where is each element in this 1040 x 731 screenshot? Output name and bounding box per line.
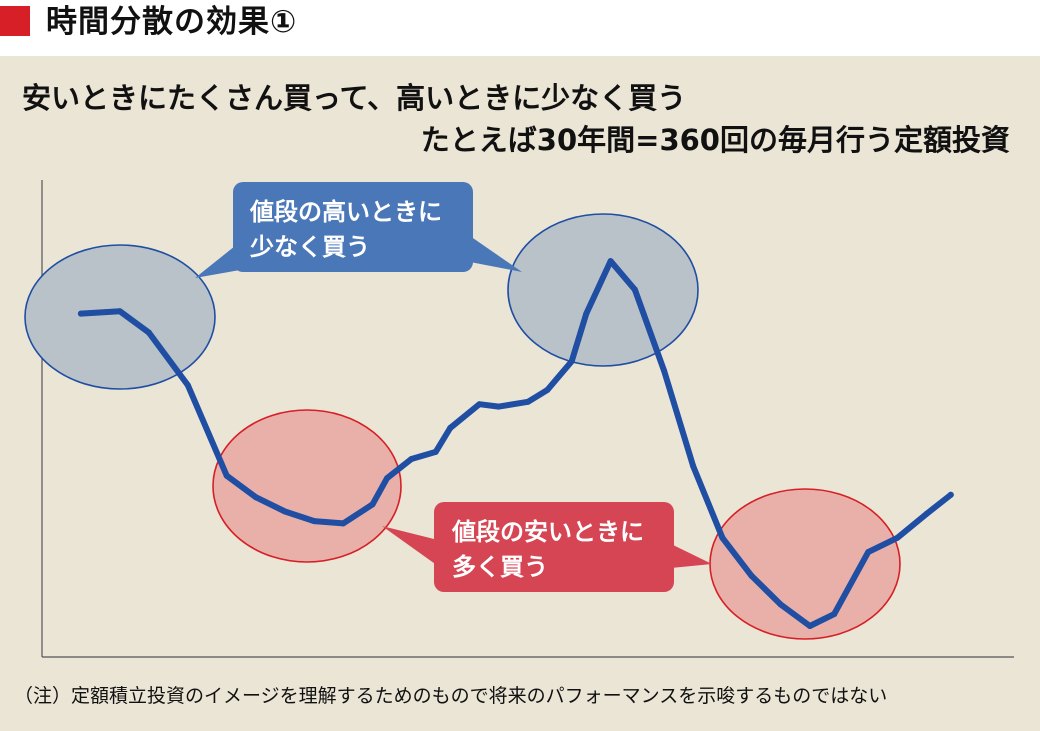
price-point-10 — [384, 475, 391, 482]
price-point-3 — [184, 382, 191, 389]
subtitle-line1: 安いときにたくさん買って、高いときに少なく買う — [22, 81, 687, 115]
high-callout-tail-right — [470, 236, 522, 272]
price-point-27 — [806, 623, 813, 629]
chart-panel: 値段の高いときに 少なく買う 値段の安いときに 多く買う 安いときにたくさん買っ… — [0, 56, 1040, 731]
low-callout-tail-left — [382, 526, 438, 566]
price-point-31 — [923, 510, 930, 517]
high-callout-tail-left — [195, 242, 240, 278]
price-point-9 — [369, 501, 376, 508]
price-point-30 — [894, 534, 901, 541]
low-callout-line1: 値段の安いときに — [451, 518, 644, 546]
price-point-18 — [568, 358, 575, 365]
price-point-0 — [77, 310, 84, 317]
header-red-mark — [0, 6, 30, 36]
high-callout-line2: 少なく買う — [249, 233, 370, 261]
price-point-1 — [116, 308, 123, 315]
price-point-13 — [447, 425, 454, 431]
price-point-4 — [223, 472, 230, 479]
price-point-24 — [719, 534, 726, 541]
high-price-ellipse-right — [507, 213, 699, 367]
price-point-2 — [145, 329, 152, 336]
page-title: 時間分散の効果① — [46, 4, 298, 40]
low-price-callout — [434, 502, 674, 592]
price-point-11 — [408, 456, 415, 462]
low-price-ellipse-right — [709, 488, 901, 640]
price-point-6 — [282, 508, 288, 515]
low-price-ellipse-left — [212, 409, 402, 563]
price-point-28 — [831, 611, 838, 618]
price-point-23 — [690, 463, 697, 470]
price-point-5 — [252, 494, 259, 501]
price-point-17 — [544, 386, 551, 393]
header: 時間分散の効果① — [0, 0, 1040, 56]
price-point-22 — [661, 367, 668, 374]
low-callout-tail-right — [671, 544, 712, 568]
price-point-29 — [865, 549, 872, 556]
high-callout-line1: 値段の高いときに — [249, 198, 442, 226]
price-point-7 — [311, 518, 318, 525]
low-callout-line2: 多く買う — [452, 553, 548, 581]
price-point-16 — [525, 398, 531, 405]
price-point-26 — [777, 601, 784, 608]
price-points — [77, 258, 954, 629]
subtitle-line2: たとえば30年間=360回の毎月行う定額投資 — [420, 123, 1010, 157]
price-point-15 — [495, 403, 502, 410]
price-point-21 — [631, 286, 638, 293]
high-price-ellipse-left — [24, 244, 216, 390]
price-point-25 — [748, 572, 755, 579]
price-point-32 — [947, 491, 954, 498]
price-point-12 — [432, 448, 439, 455]
footnote: （注）定額積立投資のイメージを理解するためのもので将来のパフォーマンスを示唆する… — [14, 685, 888, 707]
price-point-8 — [340, 520, 347, 527]
high-price-callout — [233, 182, 473, 272]
price-point-19 — [583, 310, 590, 317]
price-point-14 — [476, 401, 483, 408]
chart-svg: 値段の高いときに 少なく買う 値段の安いときに 多く買う — [24, 180, 1014, 658]
price-point-20 — [607, 258, 614, 265]
